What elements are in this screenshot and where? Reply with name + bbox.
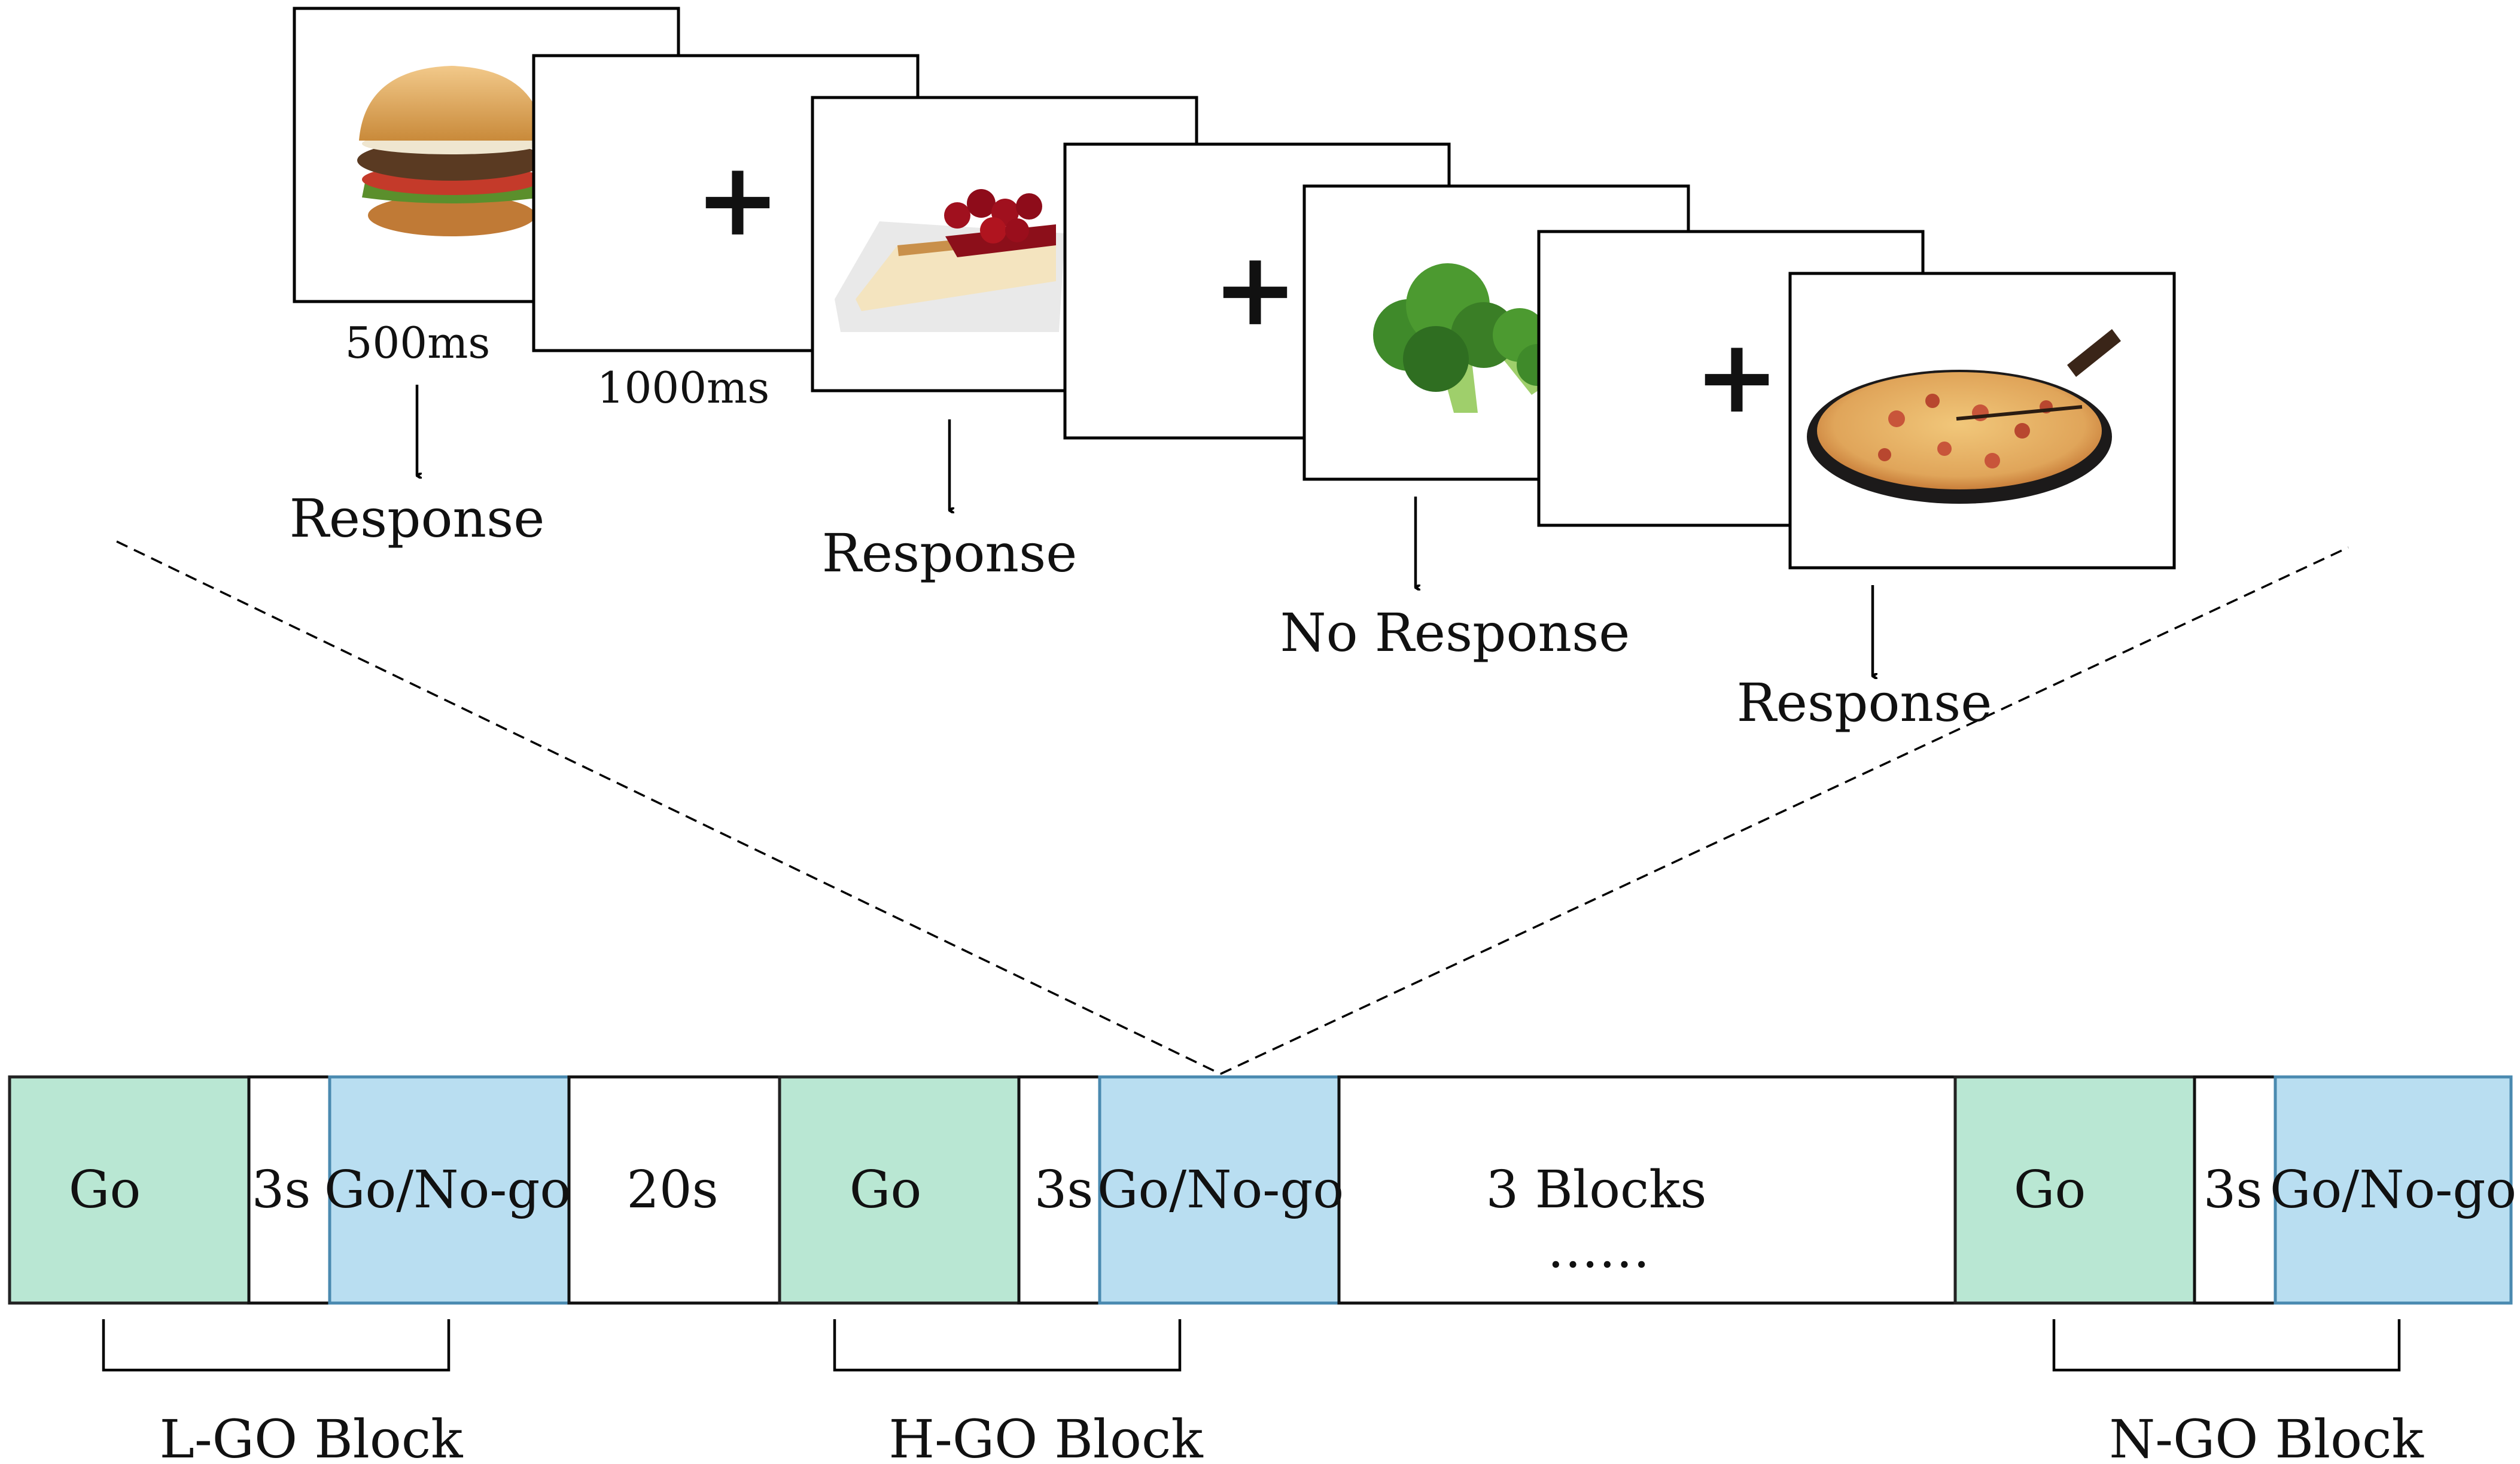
cell-label-3s-2: 3s <box>1034 1160 1094 1220</box>
response-label-1: Response <box>290 488 545 549</box>
pizza-image <box>1807 329 2121 504</box>
cell-label-gonogo-3: Go/No-go <box>2270 1160 2516 1220</box>
cell-label-ellipsis: …… <box>1547 1220 1650 1280</box>
timeline-labels: Go 3s Go/No-go 20s Go 3s Go/No-go 3 Bloc… <box>69 1160 2516 1280</box>
burger-image <box>357 66 546 236</box>
broccoli-image <box>1373 263 1559 413</box>
timeline-cell-go-1 <box>8 1075 251 1305</box>
stimulus-frame-pizza <box>1788 272 2176 570</box>
response-arrows <box>415 385 1873 676</box>
block-label-h-go: H-GO Block <box>888 1408 1203 1464</box>
cell-label-3-blocks: 3 Blocks <box>1486 1160 1707 1220</box>
fixation-cross: + <box>1694 316 1779 436</box>
fixation-duration-label: 1000ms <box>597 363 769 413</box>
fixation-cross: + <box>695 139 780 259</box>
cell-label-3s-3: 3s <box>2204 1160 2263 1220</box>
fixation-cross: + <box>1213 229 1298 349</box>
bracket-n-go <box>2052 1319 2401 1372</box>
cell-label-go-1: Go <box>69 1160 141 1220</box>
block-label-l-go: L-GO Block <box>160 1408 464 1464</box>
timeline-cell-gonogo-1 <box>328 1075 571 1305</box>
response-label-2: Response <box>822 522 1078 584</box>
timeline-cell-go-2 <box>778 1075 1021 1305</box>
cell-label-20s: 20s <box>626 1160 719 1220</box>
image-duration-label: 500ms <box>345 318 491 368</box>
cell-label-go-2: Go <box>850 1160 921 1220</box>
cell-label-3s-1: 3s <box>252 1160 311 1220</box>
cell-label-gonogo-2: Go/No-go <box>1097 1160 1344 1220</box>
bracket-l-go <box>102 1319 451 1372</box>
block-brackets <box>102 1319 2401 1372</box>
cell-label-gonogo-1: Go/No-go <box>324 1160 571 1220</box>
zoom-lines <box>116 540 2349 1075</box>
timeline-cell-go-3 <box>1953 1075 2196 1305</box>
timeline-cell-gonogo-2 <box>1098 1075 1341 1305</box>
bracket-h-go <box>833 1319 1182 1372</box>
cheesecake-image <box>835 189 1065 332</box>
timeline-cell-gonogo-3 <box>2274 1075 2513 1305</box>
timeline-cell-20s <box>567 1075 781 1305</box>
block-label-n-go: N-GO Block <box>2109 1408 2424 1464</box>
cell-label-go-3: Go <box>2014 1160 2086 1220</box>
timeline-bar <box>8 1075 2513 1305</box>
timeline-cell-3s-2 <box>1017 1075 1101 1305</box>
no-response-label: No Response <box>1280 602 1630 663</box>
response-label-3: Response <box>1737 672 1992 733</box>
timeline-cell-3s-1 <box>247 1075 331 1305</box>
